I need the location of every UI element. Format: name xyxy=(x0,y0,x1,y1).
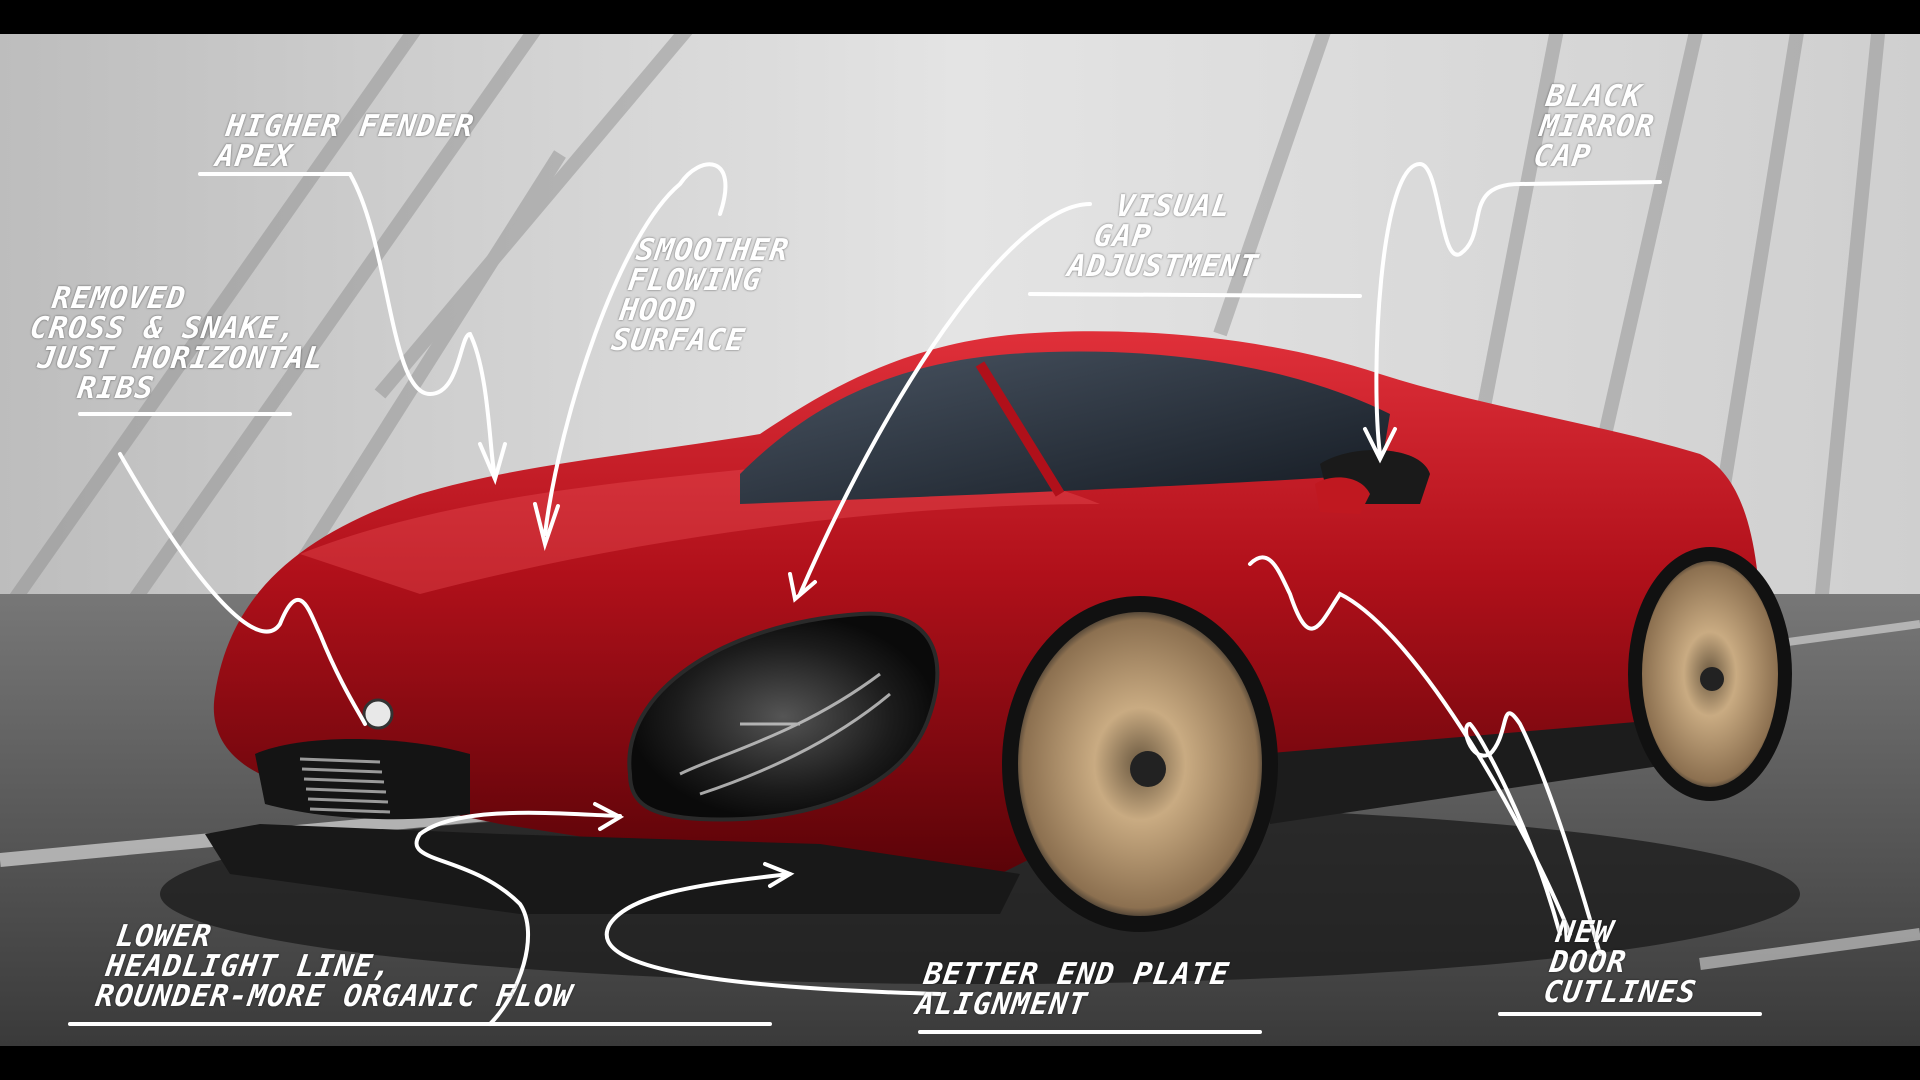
grille xyxy=(255,739,470,820)
annotation-line: ADJUSTMENT xyxy=(1065,249,1261,284)
front-splitter xyxy=(205,824,1020,914)
annotation-line: NEW xyxy=(1553,915,1616,950)
annotation-line: RIBS xyxy=(75,371,157,406)
car-illustration xyxy=(0,34,1920,1046)
annotation-line: HOOD xyxy=(617,293,699,328)
annotation-line: SMOOTHER xyxy=(633,233,792,268)
annotation-smoother-hood: SMOOTHER FLOWING HOOD SURFACE xyxy=(609,233,792,358)
annotation-higher-fender-apex: HIGHER FENDER APEX xyxy=(214,109,477,174)
annotation-arrows xyxy=(68,161,1762,1034)
grille-ribs xyxy=(299,757,391,814)
annotation-line: VISUAL xyxy=(1113,189,1234,224)
headlight xyxy=(627,611,940,822)
annotation-line: FLOWING xyxy=(625,263,765,298)
annotation-line: HIGHER FENDER xyxy=(223,109,477,144)
annotation-line: REMOVED xyxy=(49,281,189,316)
annotation-line: JUST HORIZONTAL xyxy=(35,341,327,376)
annotation-visual-gap: VISUAL GAP ADJUSTMENT xyxy=(1065,189,1269,284)
annotation-line: DOOR xyxy=(1547,945,1629,980)
car-photo: HIGHER FENDER APEX REMOVED CROSS & SNAKE… xyxy=(0,34,1920,1046)
badge xyxy=(362,698,394,730)
annotation-line: ROUNDER-MORE ORGANIC FLOW xyxy=(93,979,575,1014)
annotation-line: MIRROR xyxy=(1537,109,1657,144)
annotation-black-mirror: BLACK MIRROR CAP xyxy=(1531,79,1661,174)
annotation-line: HEADLIGHT LINE, xyxy=(103,949,395,984)
annotation-removed-cross: REMOVED CROSS & SNAKE, JUST HORIZONTAL R… xyxy=(20,281,335,406)
annotation-line: BLACK xyxy=(1543,79,1645,114)
annotation-line: BETTER END PLATE xyxy=(921,957,1232,992)
annotation-line: GAP xyxy=(1091,219,1154,254)
annotation-line: ALIGNMENT xyxy=(913,987,1090,1022)
annotation-door-cutlines: NEW DOOR CUTLINES xyxy=(1541,915,1707,1010)
annotation-line: CUTLINES xyxy=(1541,975,1699,1010)
side-skirt xyxy=(1260,714,1740,824)
annotation-lower-headlight: LOWER HEADLIGHT LINE, ROUNDER-MORE ORGAN… xyxy=(93,919,583,1014)
annotation-end-plate: BETTER END PLATE ALIGNMENT xyxy=(913,957,1232,1022)
annotation-line: APEX xyxy=(213,139,295,174)
annotation-line: CAP xyxy=(1531,139,1594,174)
annotation-line: SURFACE xyxy=(609,323,748,358)
annotation-line: CROSS & SNAKE, xyxy=(27,311,300,346)
annotation-line: LOWER xyxy=(113,919,215,954)
